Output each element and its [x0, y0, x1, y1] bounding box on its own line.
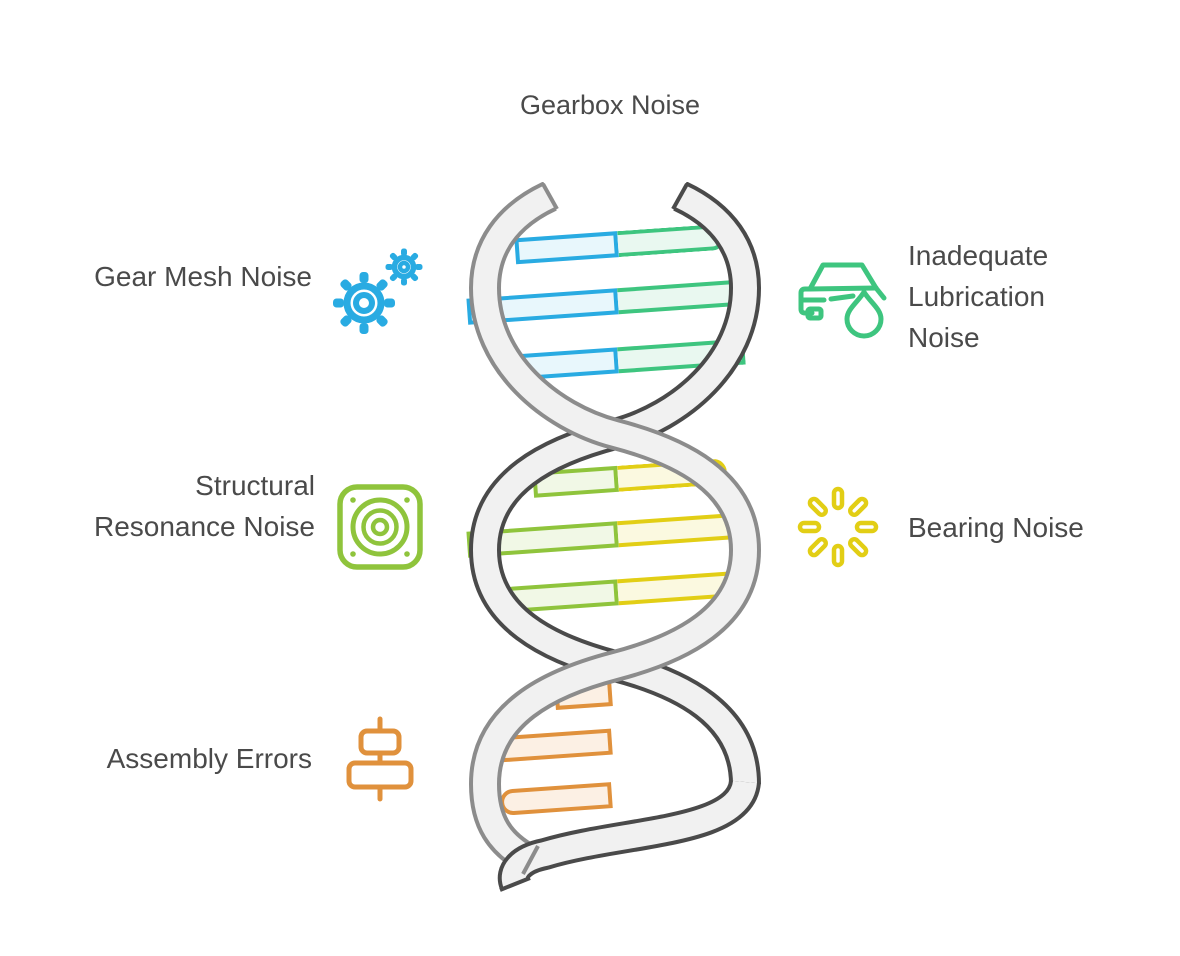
label-inadequate-lubrication-noise: Inadequate Lubrication Noise [908, 240, 1049, 353]
strand-end-cap [499, 876, 531, 892]
label-assembly-errors: Assembly Errors [106, 743, 312, 774]
strand-end-cap [671, 183, 689, 210]
dna-strand-back-tail [497, 778, 761, 891]
strand-end-cap [521, 845, 540, 875]
label-gear-mesh-noise: Gear Mesh Noise [94, 261, 312, 292]
bearing-burst-icon [797, 486, 879, 568]
label-structural-resonance-noise: Structural Resonance Noise [93, 470, 315, 542]
page-title: Gearbox Noise [519, 90, 701, 120]
speaker-icon [337, 484, 423, 570]
car-oil-drop-icon [798, 262, 887, 339]
label-bearing-noise: Bearing Noise [908, 512, 1084, 543]
gears-icon [333, 248, 423, 334]
alignment-icon [346, 716, 414, 802]
dna-strand-front [468, 182, 762, 875]
strand-end-cap [541, 183, 559, 210]
dna-helix-illustration [468, 182, 762, 892]
